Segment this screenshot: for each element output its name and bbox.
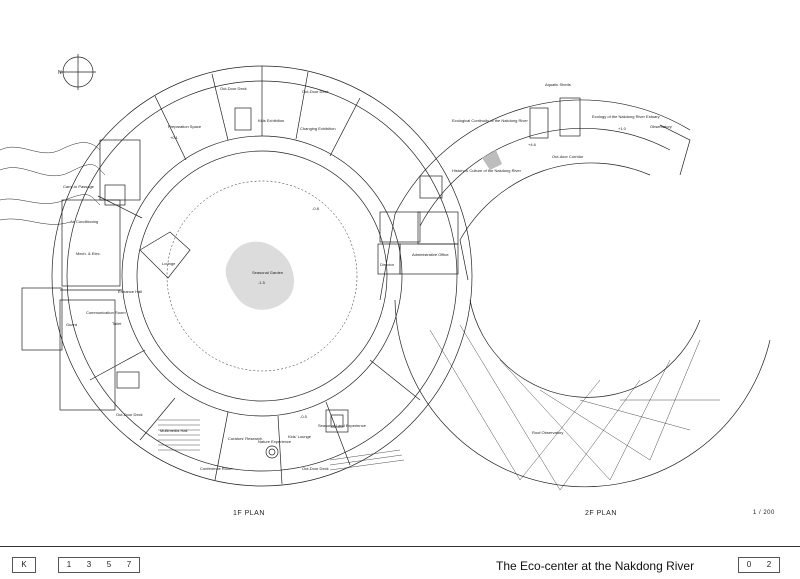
sequence-item: 5 <box>106 560 112 569</box>
label-level-d: -0.5 <box>300 414 308 419</box>
seasonal-garden-area <box>225 241 295 310</box>
label-outdoor-deck-south: Out-Door Deck <box>302 466 329 471</box>
north-label: N <box>58 70 62 76</box>
label-air-conditioning: Air Conditioning <box>70 219 98 224</box>
label-ecology-estuary: Ecology of the Nakdong River Estuary <box>592 114 660 119</box>
label-curators-research: Curators' Research <box>228 436 262 441</box>
sheet-digit: 0 <box>746 560 752 569</box>
label-kids-exhibition: Kids Exhibition <box>258 118 284 123</box>
label-administrative-office: Administrative Office <box>412 252 449 257</box>
label-level-b: -0.8 <box>312 206 320 211</box>
label-history-culture: History & Culture of the Nakdong River <box>452 168 522 173</box>
drawing-title: The Eco-center at the Nakdong River <box>496 559 695 573</box>
sequence-item: 3 <box>86 560 92 569</box>
label-level-a: +0.1 <box>170 135 179 140</box>
floor-plan-drawing: N Preparation Space Out-Door Deck Out-Do… <box>0 54 771 491</box>
label-observatory: Observatory <box>650 124 672 129</box>
label-level-c: +4.6 <box>528 142 537 147</box>
history-exhibit-patch <box>482 150 502 170</box>
label-guard: Guard <box>66 322 77 327</box>
label-outdoor-corridor: Out-door Corridor <box>552 154 584 159</box>
label-aquatic-sheds: Aquatic Sheds <box>545 82 571 87</box>
drawing-code-box: K <box>12 557 36 573</box>
label-nature-experience: Nature Experience <box>258 439 292 444</box>
label-outdoor-deck-west: Out-Door Deck <box>116 412 143 417</box>
label-director: Director <box>380 262 395 267</box>
plan-2f <box>377 97 771 491</box>
label-carry-in-passage: Carry-in Passage <box>63 184 95 189</box>
label-communication-room: Communication Room <box>86 310 126 315</box>
label-level-e: +1.0 <box>618 126 627 131</box>
label-changing-exhibition: Changing Exhibition <box>300 126 336 131</box>
label-lounge: Lounge <box>162 261 176 266</box>
sequence-box: 1 3 5 7 <box>58 557 140 573</box>
plan-text-labels: N Preparation Space Out-Door Deck Out-Do… <box>58 70 672 471</box>
caption-scale: 1 / 200 <box>753 510 775 516</box>
title-block: K 1 3 5 7 The Eco-center at the Nakdong … <box>0 546 800 579</box>
label-kids-lounge: Kids' Lounge <box>288 434 312 439</box>
label-outdoor-deck-1f-b: Out-Door Deck <box>302 89 329 94</box>
sequence-item: 1 <box>66 560 72 569</box>
label-multimedia-hall: Multimedia Hall <box>160 428 187 433</box>
sheet-number-box: 0 2 <box>738 557 780 573</box>
caption-1f-plan: 1F PLAN <box>233 510 265 517</box>
label-ecological-continuity: Ecological Continuity of the Nakdong Riv… <box>452 118 528 123</box>
label-garden-level: -1.5 <box>258 280 266 285</box>
label-toilet: Toilet <box>112 321 122 326</box>
sheet-digit: 2 <box>766 560 772 569</box>
label-entrance-hall: Entrance Hall <box>118 289 142 294</box>
label-seasonal-land-experience: Seasonal Land Experience <box>318 423 367 428</box>
label-preparation-space: Preparation Space <box>168 124 202 129</box>
label-mech-elec: Mech. & Elec. <box>76 251 101 256</box>
label-seasonal-garden: Seasonal Garden <box>252 270 283 275</box>
label-roof-observatory: Roof Observatory <box>532 430 563 435</box>
caption-2f-plan: 2F PLAN <box>585 510 617 517</box>
sequence-item: 7 <box>126 560 132 569</box>
north-arrow-icon <box>60 54 96 90</box>
label-conference-room: Conference Room <box>200 466 233 471</box>
plan-1f <box>21 65 473 487</box>
label-outdoor-deck-1f: Out-Door Deck <box>220 86 247 91</box>
